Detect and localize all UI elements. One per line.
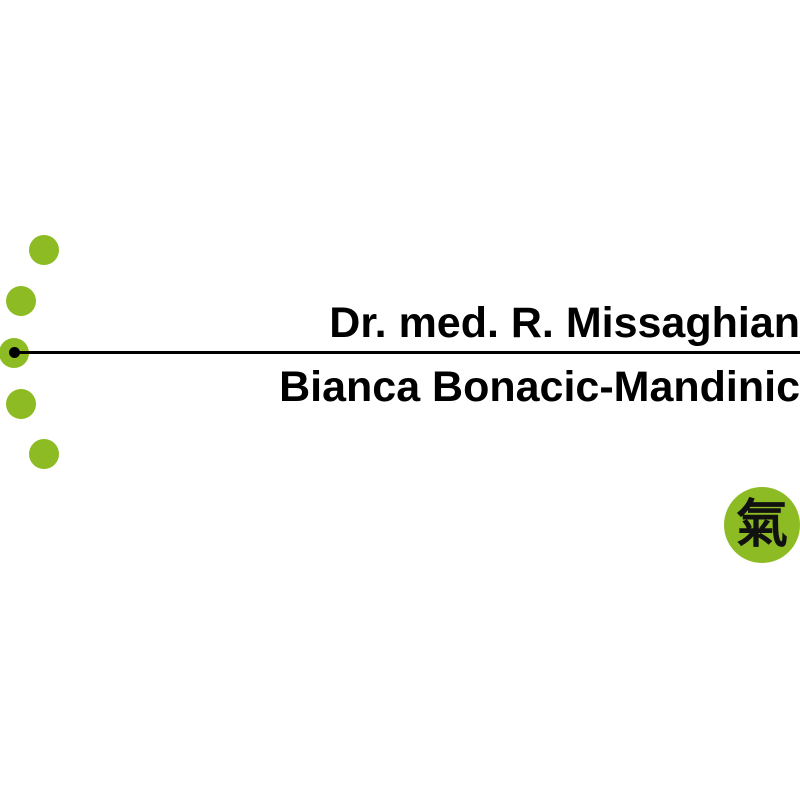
line-anchor-dot (9, 347, 20, 358)
green-dot-5 (29, 439, 59, 469)
divider-line (14, 351, 800, 354)
green-dot-1 (29, 235, 59, 265)
green-dot-2 (6, 286, 36, 316)
practitioner-name: Bianca Bonacic-Mandinic (279, 363, 800, 411)
qi-emblem: 氣 (724, 487, 800, 563)
qi-character-icon: 氣 (735, 494, 788, 555)
green-dot-4 (6, 389, 36, 419)
doctor-name: Dr. med. R. Missaghian (329, 299, 800, 347)
